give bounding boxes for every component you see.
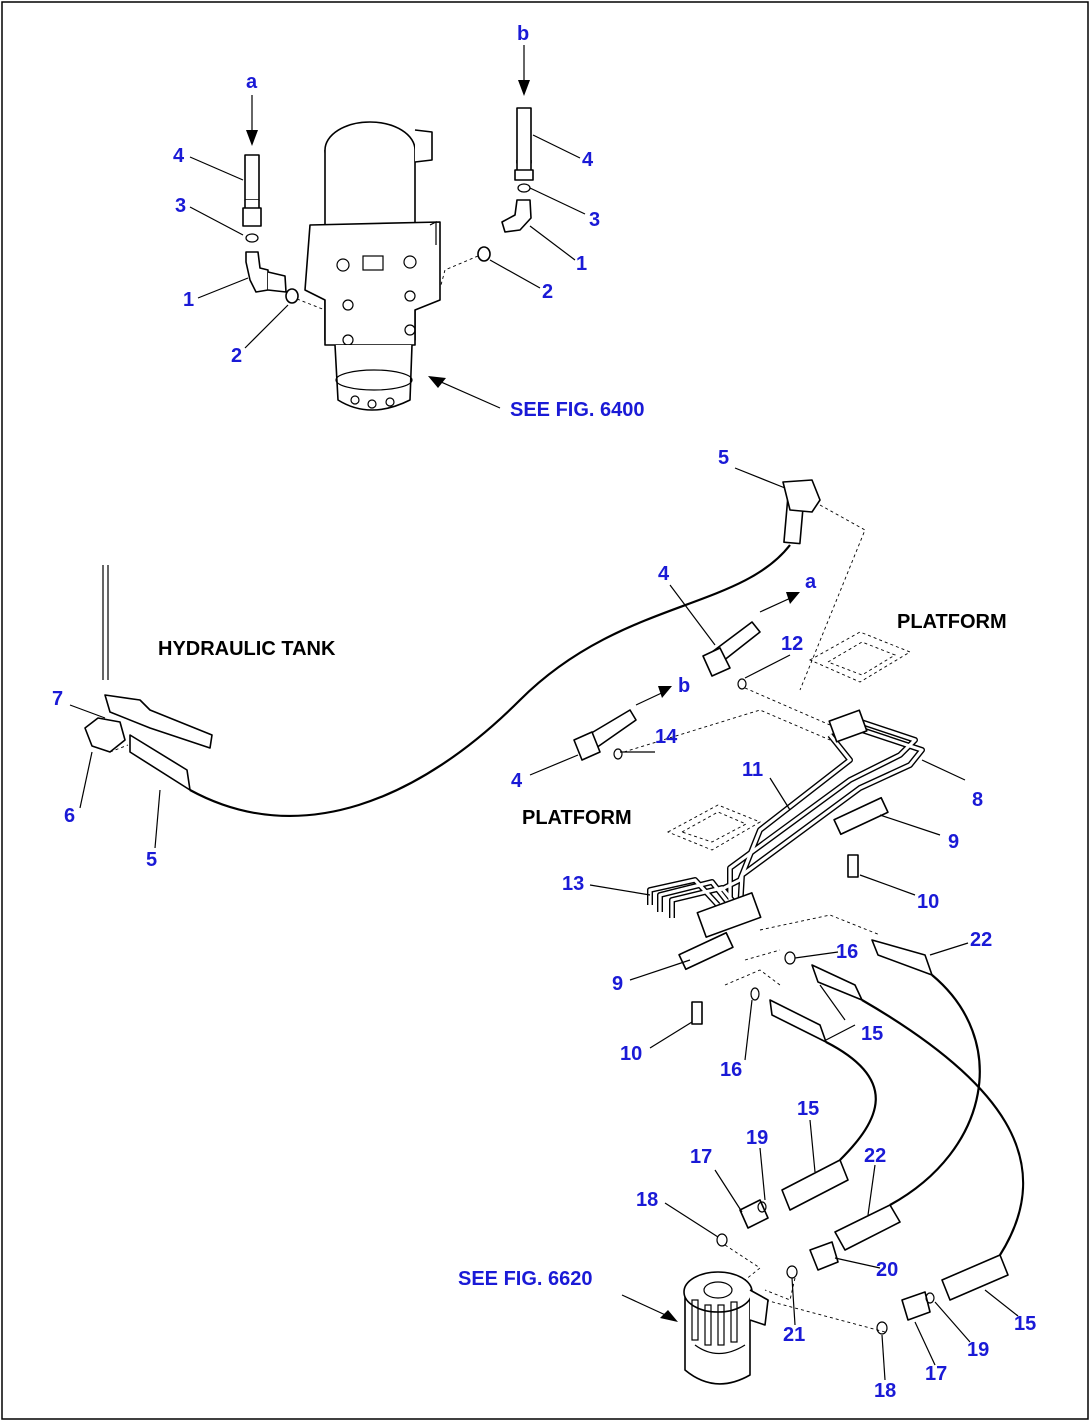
callout-4: 4	[173, 145, 185, 167]
swing-motor	[683, 1271, 769, 1385]
swivel-joint	[304, 121, 441, 411]
callout-3: 3	[589, 209, 600, 231]
callout-4: 4	[511, 770, 523, 792]
fitting-set-b	[440, 107, 534, 286]
callout-20: 20	[876, 1259, 898, 1281]
callout-3: 3	[175, 195, 186, 217]
callout-8: 8	[972, 789, 983, 811]
callout-2: 2	[542, 281, 553, 303]
callout-16: 16	[836, 941, 858, 963]
callout-11: 11	[742, 759, 763, 781]
callout-21: 21	[783, 1324, 805, 1346]
connection-b-mid: b	[678, 675, 690, 697]
mid-fittings	[573, 592, 831, 761]
platform-label-upper: PLATFORM	[897, 611, 1007, 633]
callout-5: 5	[718, 447, 729, 469]
callout-9: 9	[612, 973, 623, 995]
platform-lower	[666, 804, 762, 851]
callout-16: 16	[720, 1059, 742, 1081]
hydraulic-tank-connection	[84, 479, 866, 818]
hoses-lower	[716, 914, 1025, 1335]
callout-17: 17	[690, 1146, 712, 1168]
callout-7: 7	[52, 688, 63, 710]
callout-17: 17	[925, 1363, 947, 1385]
callout-14: 14	[655, 726, 678, 748]
text-labels: HYDRAULIC TANK PLATFORM PLATFORM SEE FIG…	[52, 23, 1036, 1402]
hydraulic-tank-label: HYDRAULIC TANK	[158, 638, 336, 660]
callout-1: 1	[183, 289, 194, 311]
connection-a-top: a	[246, 71, 258, 93]
see-fig-6620-label: SEE FIG. 6620	[458, 1268, 593, 1290]
callout-6: 6	[64, 805, 75, 827]
leaders-top	[189, 134, 586, 409]
callout-18: 18	[874, 1380, 896, 1402]
callout-22: 22	[864, 1145, 886, 1167]
callout-10: 10	[917, 891, 939, 913]
pipe-bundle	[647, 709, 925, 1025]
leaders-mid	[69, 467, 1019, 1381]
platform-upper	[808, 631, 912, 683]
callout-18: 18	[636, 1189, 658, 1211]
callout-10: 10	[620, 1043, 642, 1065]
callout-5: 5	[146, 849, 157, 871]
flow-arrow-a-top	[246, 95, 258, 146]
callout-13: 13	[562, 873, 584, 895]
platform-label-lower: PLATFORM	[522, 807, 632, 829]
callout-22: 22	[970, 929, 992, 951]
callout-9: 9	[948, 831, 959, 853]
fitting-set-a	[242, 154, 326, 311]
callout-15: 15	[861, 1023, 883, 1045]
callout-1: 1	[576, 253, 587, 275]
callout-15: 15	[797, 1098, 819, 1120]
flow-arrow-b-top	[518, 45, 530, 96]
callout-12: 12	[781, 633, 803, 655]
callout-19: 19	[967, 1339, 989, 1361]
callout-2: 2	[231, 345, 242, 367]
connection-a-mid: a	[805, 571, 817, 593]
callout-19: 19	[746, 1127, 768, 1149]
connection-b-top: b	[517, 23, 529, 45]
callout-4: 4	[582, 149, 594, 171]
callout-4: 4	[658, 563, 670, 585]
see-fig-6400-label: SEE FIG. 6400	[510, 399, 645, 421]
callout-15: 15	[1014, 1313, 1036, 1335]
